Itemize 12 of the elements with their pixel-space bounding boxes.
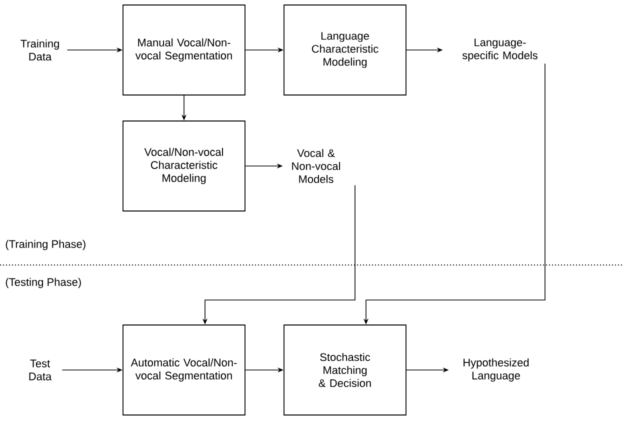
data-label: Language-specific Models [462,38,538,62]
phase-label: (Testing Phase) [6,278,81,288]
data-label: Test Data [29,360,52,380]
data-label: Vocal & Non-vocal Models [292,148,340,184]
process-box: Stochastic Matching & Decision [284,324,406,416]
process-box: Manual Vocal/Non-vocal Segmentation [122,4,246,96]
process-box: Vocal/Non-vocal Characteristic Modeling [122,120,246,212]
data-label: Training Data [20,39,59,61]
process-box: Language Characteristic Modeling [284,4,406,96]
phase-label: (Training Phase) [6,240,86,250]
process-box: Automatic Vocal/Non-vocal Segmentation [122,324,246,416]
data-label: Hypothesized Language [464,358,529,382]
